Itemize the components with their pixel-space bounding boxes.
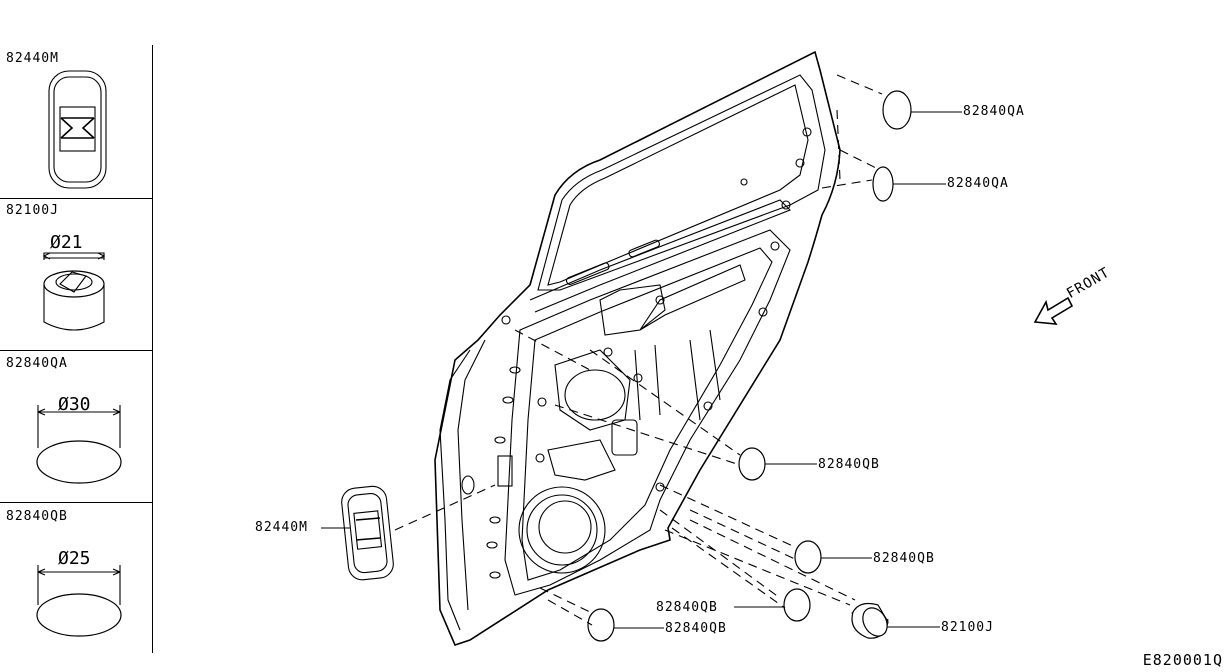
callout-82100j: 82100J [940,620,995,635]
callout-82840qb: 82840QB [872,551,936,566]
bumper-part-illustration [42,252,106,331]
plug-qa-1 [882,90,912,130]
legend-separator [0,350,152,351]
legend-part-code: 82440M [6,51,59,66]
plug-qa-2 [872,166,894,202]
dimension-diameter-25: Ø25 [58,548,91,569]
legend-part-code: 82100J [6,203,59,218]
plug-qb-3 [783,588,811,622]
callout-82440m: 82440M [254,520,309,535]
diagram-reference-code: E820001Q [1142,651,1223,669]
dimension-diameter-21: Ø21 [50,232,83,253]
callout-82840qb: 82840QB [655,600,719,615]
bumper-part [851,602,889,639]
plug-qb-illustration [36,565,122,637]
parts-legend: 82440M 82100J 82840QA 82840QB Ø21 Ø30 Ø2… [0,0,153,672]
callout-82840qa: 82840QA [946,176,1010,191]
plug-qa-illustration [36,405,122,484]
callout-82840qa: 82840QA [962,104,1026,119]
legend-divider [152,45,153,653]
dimension-diameter-30: Ø30 [58,394,91,415]
front-arrow-icon [1033,296,1074,325]
plug-qb-2 [794,540,822,574]
legend-part-code: 82840QB [6,509,68,524]
callout-82840qb: 82840QB [664,621,728,636]
rear-door-panel [434,50,841,646]
plug-qb-4 [587,608,615,642]
legend-separator [0,502,152,503]
legend-part-code: 82840QA [6,356,68,371]
switch-part [341,485,394,581]
callout-82840qb: 82840QB [817,457,881,472]
legend-separator [0,198,152,199]
plug-qb-1 [738,447,766,481]
switch-part-illustration [48,70,107,189]
